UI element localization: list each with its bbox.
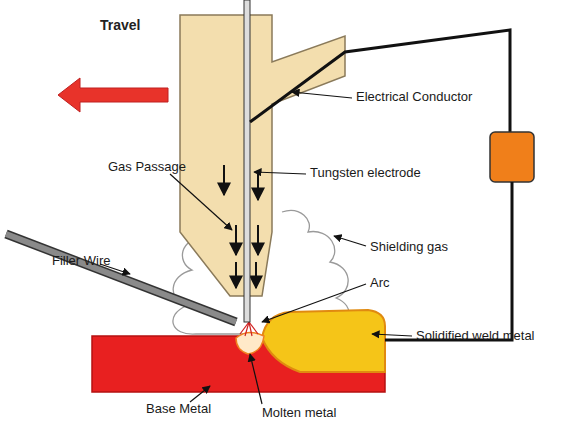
- conductor-wire: [250, 30, 510, 132]
- tungsten-electrode: [244, 0, 250, 322]
- part-label: Base Metal: [146, 402, 211, 416]
- part-label: Arc: [370, 276, 390, 290]
- molten-pool: [236, 332, 264, 354]
- power-source: [490, 132, 534, 182]
- travel-arrow: [58, 78, 168, 112]
- return-wire: [385, 182, 512, 340]
- part-label: Filler Wire: [52, 254, 111, 268]
- torch-body: [180, 15, 345, 296]
- part-label: Travel: [100, 18, 140, 33]
- weld-bead: [262, 310, 385, 372]
- part-label: Shielding gas: [370, 240, 448, 254]
- part-label: Gas Passage: [108, 160, 186, 174]
- arc: [240, 322, 258, 336]
- gas-flow-arrows: [224, 165, 258, 288]
- part-label: Solidified weld metal: [416, 329, 535, 343]
- part-label: Molten metal: [262, 406, 336, 420]
- leader-lines: [100, 92, 412, 404]
- part-label: Tungsten electrode: [310, 166, 421, 180]
- part-label: Electrical Conductor: [356, 90, 472, 104]
